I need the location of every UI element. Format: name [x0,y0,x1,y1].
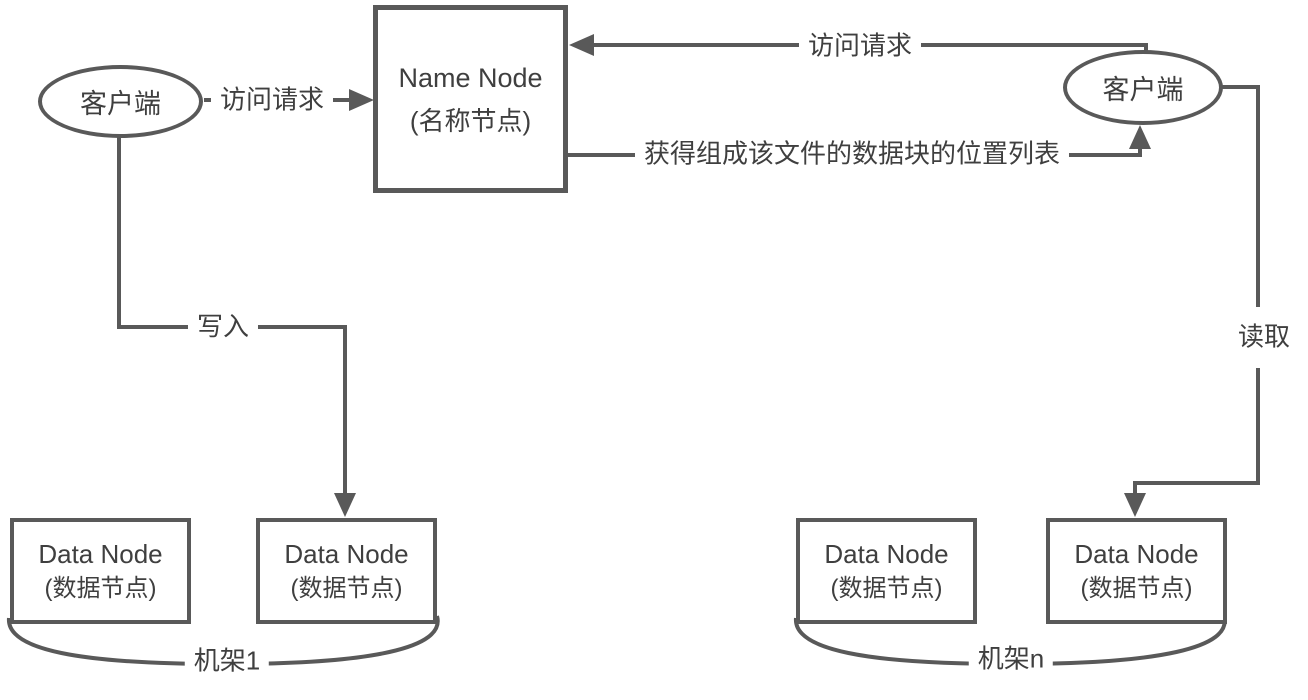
arrowhead-into-name-node-left [349,89,374,111]
client-right-label: 客户端 [1102,75,1184,105]
arrowhead-into-right-client [1129,125,1151,149]
edge-label-write: 写入 [187,310,259,344]
arrowhead-into-name-node-right [569,34,594,56]
edge-label-location-list: 获得组成该文件的数据块的位置列表 [634,137,1070,171]
rack-left-label: 机架1 [184,644,270,678]
data-node-title: Data Node [824,539,949,569]
data-node-subtitle: (数据节点) [1080,575,1193,602]
client-right-ellipse: 客户端 [1063,50,1223,125]
data-node-subtitle: (数据节点) [830,575,943,602]
rack-right-label: 机架n [968,642,1054,676]
data-node-box-rack1-a: Data Node (数据节点) [10,518,191,624]
data-node-box-rackn-a: Data Node (数据节点) [796,518,977,624]
name-node-title: Name Node [398,62,543,93]
data-node-title: Data Node [1074,539,1199,569]
edge-label-left-access-request: 访问请求 [210,83,334,117]
data-node-subtitle: (数据节点) [290,575,403,602]
data-node-title: Data Node [284,539,409,569]
read-path-line-upper [1222,85,1260,307]
edge-label-top-access-request: 访问请求 [798,29,922,63]
data-node-box-rack1-b: Data Node (数据节点) [256,518,437,624]
client-left-label: 客户端 [80,89,161,119]
read-path-line-lower [1133,368,1260,494]
edge-label-read: 读取 [1228,320,1300,354]
name-node-subtitle: (名称节点) [409,105,532,136]
client-left-ellipse: 客户端 [38,65,203,138]
arrowhead-read-into-data-node [1124,493,1146,517]
data-node-box-rackn-b: Data Node (数据节点) [1046,518,1227,624]
data-node-title: Data Node [38,539,163,569]
arrowhead-write-into-data-node [334,493,356,517]
name-node-box: Name Node (名称节点) [373,5,568,193]
data-node-subtitle: (数据节点) [44,575,157,602]
